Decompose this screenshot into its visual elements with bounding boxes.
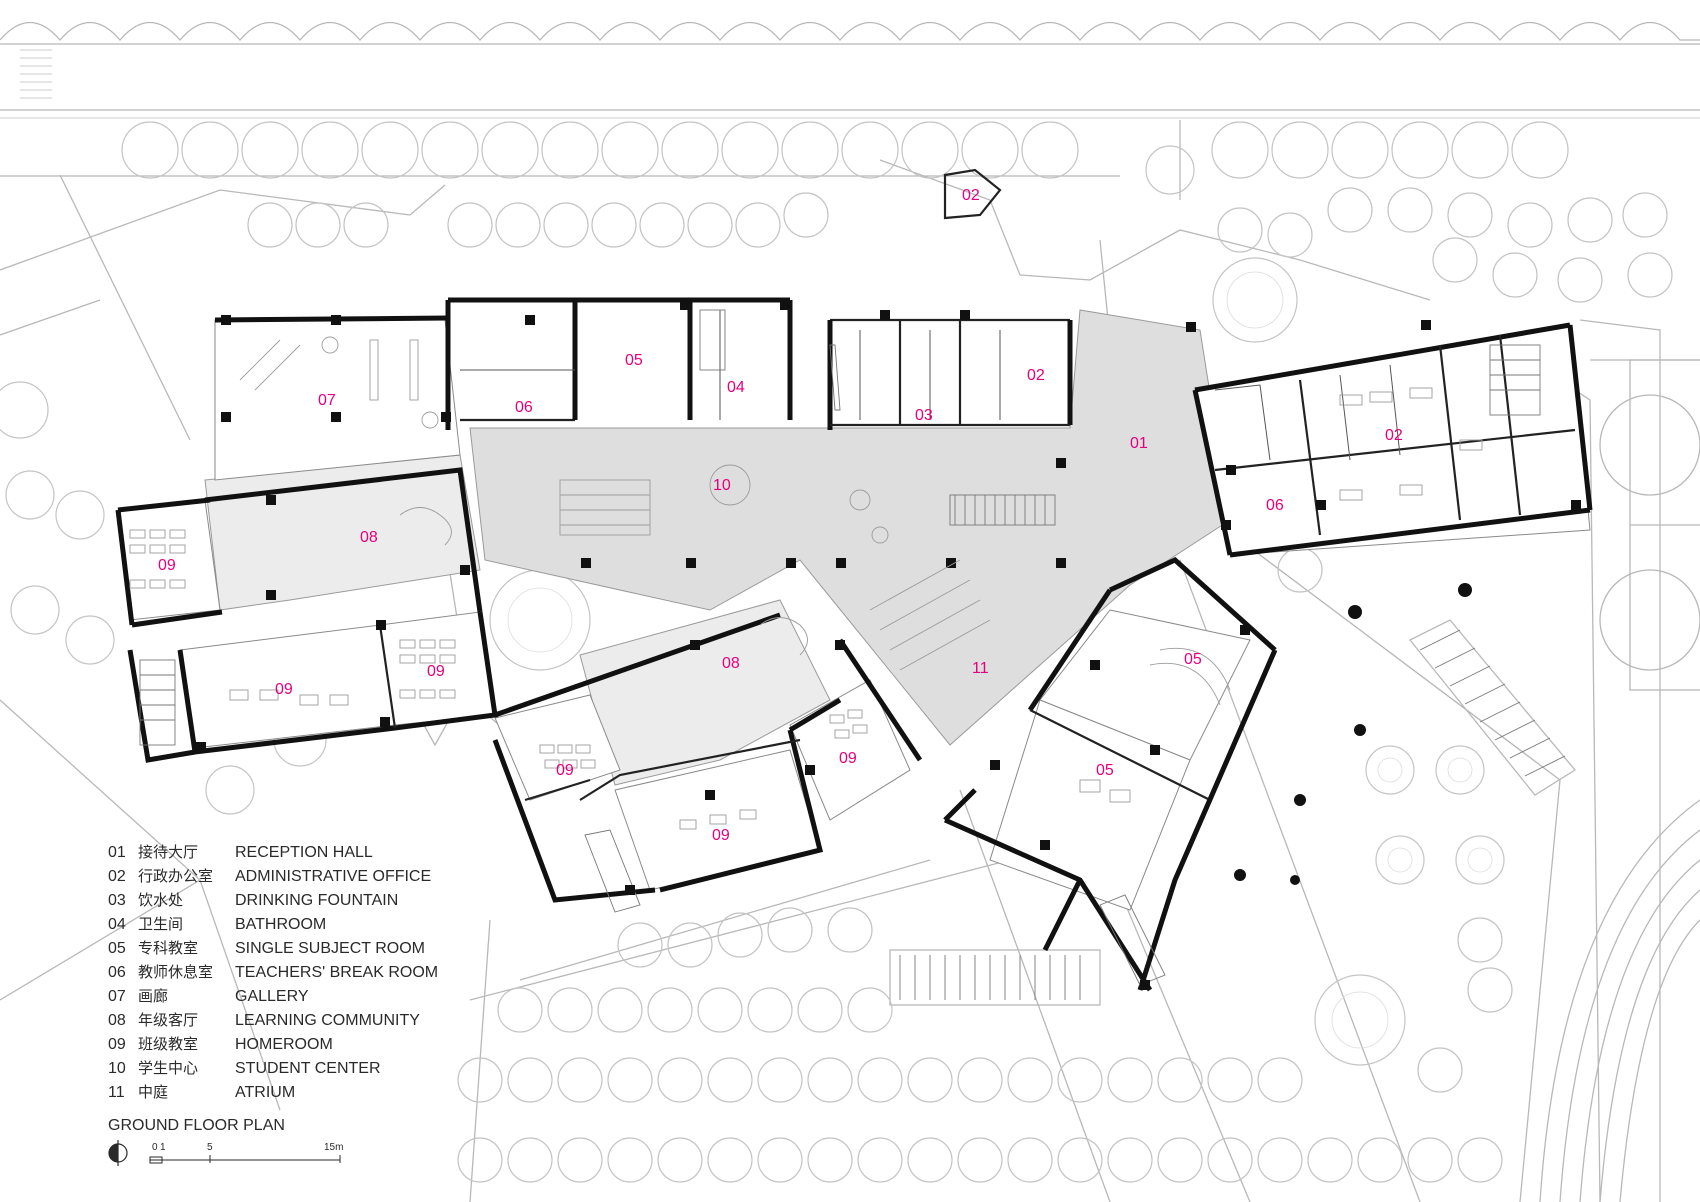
legend-en: SINGLE SUBJECT ROOM: [235, 940, 425, 957]
room-label-03: 03: [915, 407, 933, 424]
north-arrow-icon: [108, 1140, 128, 1166]
legend-en: ADMINISTRATIVE OFFICE: [235, 868, 431, 885]
plan-title: GROUND FLOOR PLAN: [108, 1117, 285, 1134]
legend-item: 04 卫生间 BATHROOM: [108, 915, 326, 933]
room-label-09-w-bottom: 09: [275, 681, 293, 698]
legend-item: 11 中庭 ATRIUM: [108, 1083, 295, 1101]
legend-en: HOMEROOM: [235, 1036, 333, 1053]
crosswalk-top-left: [20, 49, 52, 99]
room-labels: 01 02 02 02 03 04 05 05 05 06 06 07 08 0…: [158, 187, 1403, 844]
room-label-09-w-right: 09: [427, 663, 445, 680]
room-label-01: 01: [1130, 435, 1148, 452]
atrium-floor: [469, 309, 1231, 746]
legend-item: 07 画廊 GALLERY: [108, 987, 309, 1005]
legend-en: TEACHERS' BREAK ROOM: [235, 964, 438, 981]
legend-cn: 饮水处: [138, 891, 183, 909]
scale-tick-15m: 15m: [324, 1142, 343, 1153]
legend-cn: 行政办公室: [138, 867, 213, 885]
legend-cn: 接待大厅: [138, 843, 198, 861]
room-label-05-north: 05: [625, 352, 643, 369]
furniture: [129, 336, 1483, 830]
legend-item: 02 行政办公室 ADMINISTRATIVE OFFICE: [108, 867, 431, 885]
legend-item: 06 教师休息室 TEACHERS' BREAK ROOM: [108, 963, 438, 981]
legend-en: STUDENT CENTER: [235, 1060, 381, 1077]
room-label-09-c-right: 09: [839, 750, 857, 767]
sports-court: [1539, 359, 1700, 1202]
building-walls: [115, 168, 1593, 992]
room-label-06-east: 06: [1266, 497, 1284, 514]
room-label-02-east: 02: [1385, 427, 1403, 444]
legend-item: 05 专科教室 SINGLE SUBJECT ROOM: [108, 939, 425, 957]
legend-item: 08 年级客厅 LEARNING COMMUNITY: [108, 1011, 420, 1029]
legend-en: DRINKING FOUNTAIN: [235, 892, 398, 909]
room-label-10: 10: [713, 477, 731, 494]
legend-item: 01 接待大厅 RECEPTION HALL: [108, 843, 373, 861]
legend-item: 03 饮水处 DRINKING FOUNTAIN: [108, 891, 398, 909]
room-label-02-kiosk: 02: [962, 187, 980, 204]
room-label-08-center: 08: [722, 655, 740, 672]
room-label-06-north: 06: [515, 399, 533, 416]
room-label-11: 11: [972, 660, 989, 677]
legend-num: 09: [108, 1036, 126, 1053]
legend-num: 02: [108, 868, 126, 885]
outdoor-ramp-east: [1408, 619, 1576, 796]
legend-num: 03: [108, 892, 126, 909]
room-label-05-east-upper: 05: [1184, 651, 1202, 668]
legend-num: 11: [108, 1084, 125, 1101]
room-label-07: 07: [318, 392, 336, 409]
legend-en: RECEPTION HALL: [235, 844, 373, 861]
legend-en: GALLERY: [235, 988, 309, 1005]
legend-cn: 卫生间: [138, 915, 183, 933]
indoor-stairs: [139, 309, 1541, 986]
scale-tick-1: 1: [160, 1142, 166, 1153]
legend-en: BATHROOM: [235, 916, 326, 933]
room-label-08-west: 08: [360, 529, 378, 546]
room-label-02-center: 02: [1027, 367, 1045, 384]
legend-en: LEARNING COMMUNITY: [235, 1012, 420, 1029]
legend-item: 10 学生中心 STUDENT CENTER: [108, 1059, 381, 1077]
bollards: [1234, 583, 1472, 885]
room-label-09-c-bottom: 09: [712, 827, 730, 844]
legend-cn: 年级客厅: [138, 1011, 198, 1029]
structural-columns: [196, 300, 1581, 990]
room-label-09-w-left: 09: [158, 557, 176, 574]
room-label-09-c-left: 09: [556, 762, 574, 779]
legend-num: 08: [108, 1012, 126, 1029]
legend-cn: 中庭: [138, 1083, 168, 1101]
legend-cn: 专科教室: [138, 939, 198, 957]
room-label-04: 04: [727, 379, 745, 396]
legend-num: 04: [108, 916, 126, 933]
scale-bar: 0 1 5 15m: [149, 1142, 343, 1164]
legend-cn: 教师休息室: [138, 963, 213, 981]
legend: 01 接待大厅 RECEPTION HALL 02 行政办公室 ADMINIST…: [108, 843, 438, 1101]
legend-item: 09 班级教室 HOMEROOM: [108, 1035, 333, 1053]
legend-num: 05: [108, 940, 126, 957]
scale-tick-0: 0: [152, 1142, 158, 1153]
tree-rows: [0, 121, 1673, 1183]
legend-num: 01: [108, 844, 126, 861]
legend-cn: 学生中心: [138, 1059, 198, 1077]
legend-num: 07: [108, 988, 126, 1005]
legend-num: 10: [108, 1060, 126, 1077]
scale-tick-5: 5: [207, 1142, 213, 1153]
room-label-05-east-lower: 05: [1096, 762, 1114, 779]
legend-num: 06: [108, 964, 126, 981]
legend-cn: 画廊: [138, 987, 168, 1005]
legend-cn: 班级教室: [138, 1035, 198, 1053]
outdoor-steps-south: [889, 949, 1101, 1006]
legend-en: ATRIUM: [235, 1084, 295, 1101]
